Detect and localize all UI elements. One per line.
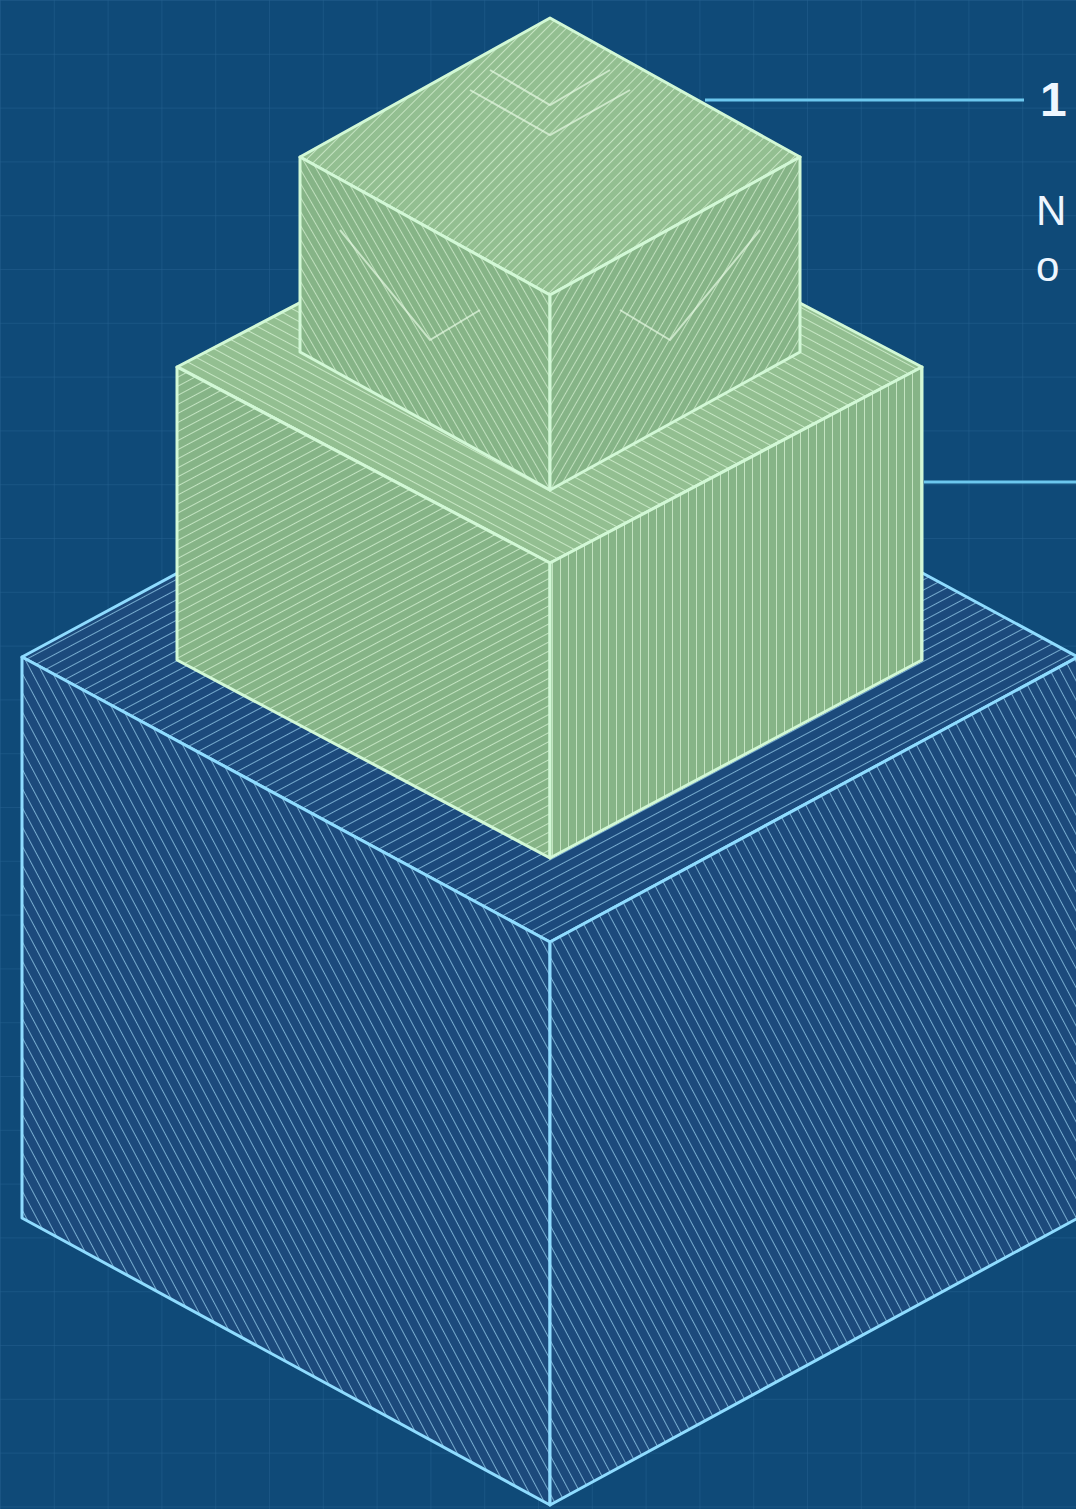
small-cube-right-face xyxy=(550,157,800,490)
chevron-hatch xyxy=(490,70,610,105)
face-outline xyxy=(300,157,550,490)
hatching xyxy=(300,157,550,490)
note-text: o xyxy=(1036,246,1059,288)
chevron-hatch xyxy=(470,90,630,135)
callout-number: 1 xyxy=(1040,76,1067,124)
leader-line xyxy=(924,481,1076,484)
small-cube-left-face xyxy=(300,157,550,490)
leader-line xyxy=(705,99,1024,102)
chevron-hatch xyxy=(340,230,480,340)
chevron-hatch xyxy=(620,230,760,340)
hatching xyxy=(550,157,800,490)
note-text: N xyxy=(1036,190,1066,232)
face-outline xyxy=(550,157,800,490)
